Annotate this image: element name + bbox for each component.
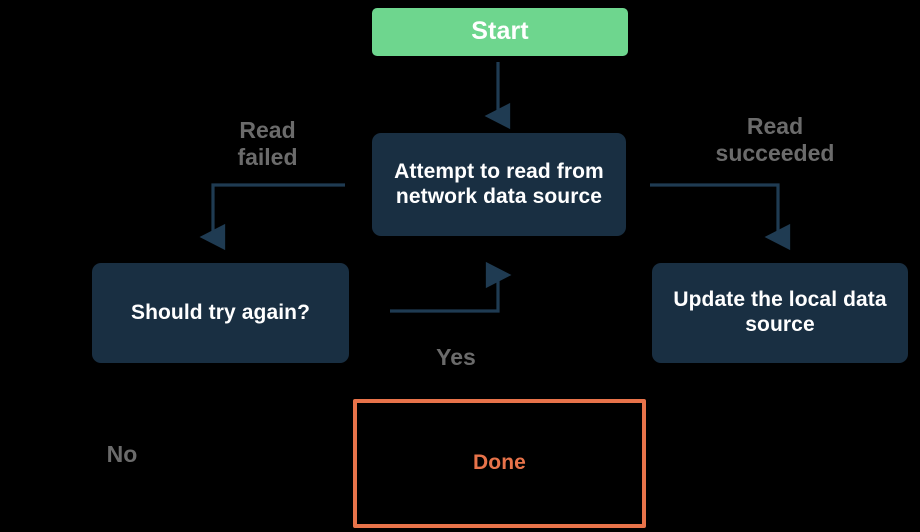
node-should-try-again[interactable]: Should try again? — [92, 263, 349, 363]
edge-label-read-succeeded: Read succeeded — [715, 113, 835, 167]
node-done[interactable]: Done — [353, 399, 646, 528]
edge-attempt-to-retry — [199, 183, 345, 251]
edge-label-yes: Yes — [436, 344, 476, 370]
node-start[interactable]: Start — [372, 8, 628, 56]
node-attempt-read[interactable]: Attempt to read from network data source — [372, 133, 626, 236]
edge-label-read-failed: Read failed — [237, 117, 298, 171]
edge-attempt-to-update — [650, 183, 791, 251]
node-update-local-source[interactable]: Update the local data source — [652, 263, 908, 363]
edge-label-no: No — [106, 441, 138, 467]
edge-retry-yes-to-attempt — [390, 261, 512, 313]
